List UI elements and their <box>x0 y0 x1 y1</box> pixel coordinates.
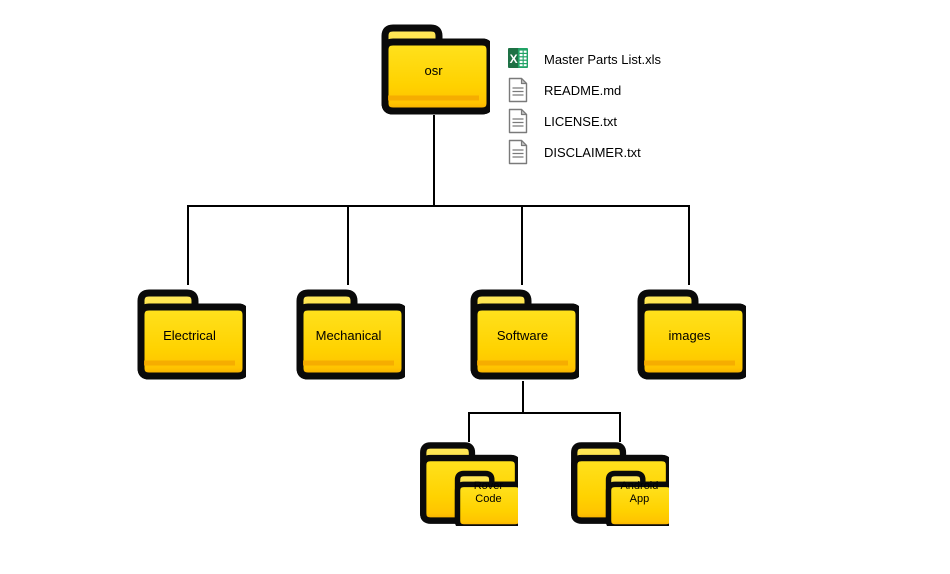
folder-icon <box>637 289 746 380</box>
folder-android-app[interactable]: Android App <box>567 440 669 526</box>
folder-icon <box>137 289 246 380</box>
nested-folder-icon <box>420 442 518 526</box>
excel-file-icon: X <box>507 46 529 72</box>
folder-images[interactable]: images <box>633 287 746 382</box>
connector-drop-rover-code <box>468 412 470 442</box>
folder-icon <box>470 289 579 380</box>
nested-folder-icon <box>571 442 669 526</box>
file-row-master-parts-list[interactable]: X Master Parts List.xls <box>507 46 661 72</box>
connector-drop-images <box>688 205 690 285</box>
file-row-license[interactable]: LICENSE.txt <box>507 108 617 134</box>
connector-root-stem <box>433 115 435 207</box>
connector-software-stem <box>522 381 524 413</box>
file-name: LICENSE.txt <box>544 113 617 129</box>
text-file-icon <box>507 139 529 165</box>
file-name: README.md <box>544 82 622 98</box>
svg-text:X: X <box>510 52 518 66</box>
text-file-icon <box>507 77 529 103</box>
connector-level1-bus <box>187 205 690 207</box>
connector-drop-android-app <box>619 412 621 442</box>
file-name: DISCLAIMER.txt <box>544 144 641 160</box>
connector-drop-electrical <box>187 205 189 285</box>
connector-drop-mechanical <box>347 205 349 285</box>
connector-drop-software <box>521 205 523 285</box>
folder-electrical[interactable]: Electrical <box>133 287 246 382</box>
file-name: Master Parts List.xls <box>544 51 662 67</box>
folder-osr[interactable]: osr <box>377 22 490 117</box>
text-file-icon <box>507 108 529 134</box>
file-row-disclaimer[interactable]: DISCLAIMER.txt <box>507 139 641 165</box>
folder-rover-code[interactable]: Rover Code <box>416 440 518 526</box>
folder-icon <box>296 289 405 380</box>
file-row-readme[interactable]: README.md <box>507 77 621 103</box>
folder-icon <box>381 24 490 115</box>
folder-mechanical[interactable]: Mechanical <box>292 287 405 382</box>
folder-software[interactable]: Software <box>466 287 579 382</box>
connector-level2-bus <box>468 412 621 414</box>
